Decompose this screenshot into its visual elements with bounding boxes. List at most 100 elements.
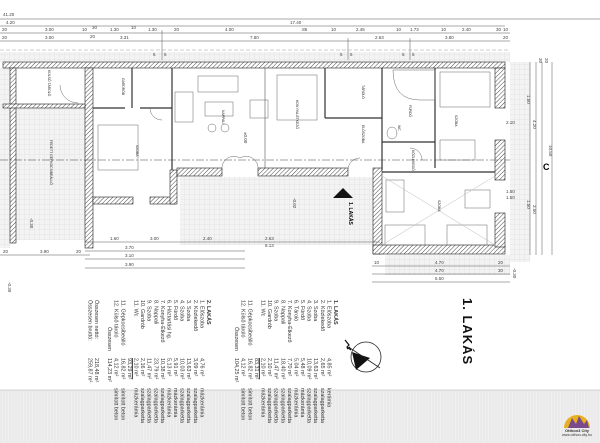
terrain-bottom [385, 255, 510, 275]
total-label: Összesen [233, 327, 240, 351]
schedule-row: 6. Háztartási hg.5,13 m²mázkerámia [165, 300, 171, 423]
schedule-row: 9. Szoba11,47 m²szalagparketta [145, 300, 152, 423]
terrain-right [510, 62, 530, 262]
terrain-left [0, 68, 10, 248]
schedule-row: 3. Szoba13,63 m²szalagparketta [312, 300, 318, 423]
chair [220, 123, 230, 133]
floor-material: simított beton [112, 388, 119, 421]
dim-label: 1.50 [506, 189, 515, 194]
dim-label: 1.50 [526, 200, 531, 209]
dim-label: 3.70 [125, 245, 134, 250]
room-name: 5. Fürdő [172, 300, 179, 321]
floor-material: szalagparketta [191, 388, 198, 424]
dim-label: 10 [374, 260, 380, 265]
room-name: 2. Közlekedő [318, 300, 325, 332]
dim-label: 41.20 [3, 12, 15, 17]
door-swing [409, 147, 423, 161]
schedule-row: 8. Nappali18,40 m²szalagparketta [279, 300, 285, 423]
dim-label: 20 [2, 27, 8, 32]
room-name: 1. Előszoba [198, 300, 205, 329]
dim-label: 10 [441, 27, 447, 32]
room-label: KÜLSŐ TÁROLÓ [47, 70, 52, 97]
schedule-subtotal-row: 93,29 m² [125, 300, 132, 423]
room-name: 7. Konyha-Étkező [285, 300, 292, 343]
room-label: FEDETT GÉPKOCSIBEÁLLÓ [49, 140, 54, 185]
bed [439, 71, 491, 108]
room-area: 10,09 m² [305, 358, 312, 380]
room-name: 11. Gépkocsibeálló [246, 300, 253, 346]
floor-material: mázkerámia [198, 388, 205, 418]
dim-label: 2.63 [265, 236, 274, 241]
dim-label: 30 [538, 58, 543, 64]
desk [464, 189, 491, 209]
diagonal-guide [381, 175, 496, 246]
room-area: 16,82 m² [119, 358, 126, 380]
room-area: 4,85 m² [325, 358, 332, 377]
dim-label: 4.70 [435, 268, 444, 273]
room-label: SZOBA [135, 145, 139, 157]
armchair [174, 91, 194, 123]
bed [446, 224, 488, 246]
desk [439, 139, 476, 161]
dim-label: 30 [496, 27, 502, 32]
room-label: ELŐSZOBA [361, 125, 366, 144]
dim-label: 20 [2, 35, 8, 40]
floor-material: szalagparketta [139, 388, 146, 424]
kitchen-counter [276, 74, 318, 121]
dim-label: 3.90 [40, 249, 49, 254]
dim-label: 4.00 [225, 27, 234, 32]
corner-bathtub [392, 69, 436, 101]
room-name: 12. Külső tároló [112, 300, 119, 338]
room-label: FÜRDŐ [408, 105, 413, 117]
dim-label: 20 [544, 58, 549, 64]
room-area: 11,47 m² [272, 358, 279, 379]
axis-label: C [543, 162, 550, 172]
floor-material: szalagparketta [158, 388, 165, 424]
axis-bubble: 5 [402, 52, 405, 57]
schedule-row: 1. Előszoba4,85 m²kerámia [325, 300, 332, 423]
top-dimensions [0, 18, 600, 60]
schedule-row: 10. Gardrób2,10 m²szalagparketta [265, 300, 272, 423]
dim-label: 20 [174, 27, 180, 32]
total-value: 104,25 m² [233, 358, 240, 383]
dim-label: 3.90 [125, 262, 134, 267]
summary-value: 259,87 m² [86, 358, 93, 383]
logo-icon [564, 415, 590, 428]
dim-label: 20 [3, 249, 9, 254]
dim-label: 20 [90, 34, 96, 39]
bed [384, 224, 426, 246]
level-mark: -0.30 [512, 268, 517, 279]
room-area: 2,10 m² [266, 358, 273, 377]
room-label: TÁROLÓ [361, 85, 366, 99]
schedule-row: 5. Fürdő5,91 m²mázkerámia [171, 300, 178, 423]
schedule-subtotal-row: 83,31 m² [252, 300, 259, 423]
axis-bubble: 5 [340, 52, 343, 57]
door-swing [221, 156, 259, 171]
room-name: 6. Tároló [292, 300, 299, 322]
furniture [59, 69, 496, 246]
level-mark: -0.30 [7, 282, 12, 293]
level-mark: -0.30 [29, 218, 34, 229]
dim-label: 8.13 [265, 243, 274, 248]
floor-material: szalagparketta [318, 388, 325, 424]
dim-label: 3.00 [150, 236, 159, 241]
room-area: 2,65 m² [318, 358, 325, 377]
walls [2, 61, 506, 255]
dim-label: 1.73 [410, 27, 419, 32]
floor-material: mázkerámia [292, 388, 299, 418]
dim-label: 1.50 [506, 195, 515, 200]
sofa [197, 75, 239, 93]
floor-material: mázkerámia [172, 388, 179, 418]
dim-label: 2.63 [375, 35, 384, 40]
dim-label: 3.00 [45, 27, 54, 32]
room-area: 10,38 m² [158, 358, 165, 380]
room-label: SZOBA [437, 200, 441, 212]
room-label: WC [397, 125, 401, 131]
dim-label: 17.40 [290, 20, 302, 25]
subtotal-value: 83,31 m² [252, 358, 259, 380]
room-name: 11. Gépkocsibeálló [119, 300, 126, 346]
schedule-row: 12. Külső tároló4,12 m²simított beton [239, 300, 246, 423]
sheet-title: 1. LAKÁS [460, 298, 475, 366]
floor-material: simított beton [239, 388, 246, 421]
